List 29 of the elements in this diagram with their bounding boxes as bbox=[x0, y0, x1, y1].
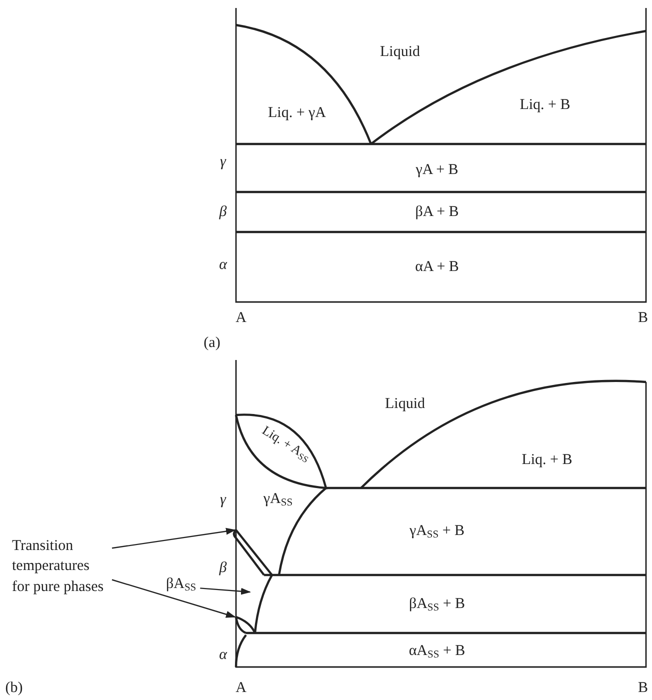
leader-line bbox=[112, 579, 236, 618]
axis-label: α bbox=[219, 256, 227, 274]
axis-label: B bbox=[638, 680, 648, 696]
axis-label: β bbox=[219, 204, 227, 220]
panel-label: (b) bbox=[5, 680, 23, 696]
leader-line bbox=[200, 588, 251, 595]
axis-label: β bbox=[219, 560, 227, 576]
axis-label: A bbox=[236, 310, 246, 326]
annotation-text: βA$_{SS}$ bbox=[166, 574, 196, 596]
region-label: Liquid bbox=[380, 44, 420, 60]
region-label: Liq. + B bbox=[522, 452, 572, 468]
region-label: γA$_{SS}$ bbox=[263, 490, 293, 510]
leader-line bbox=[112, 528, 236, 549]
region-label: βA$_{SS}$ + B bbox=[408, 596, 466, 614]
region-label: Liquid bbox=[385, 396, 425, 412]
axis-label: γ bbox=[220, 154, 226, 170]
panel-label: (a) bbox=[204, 334, 220, 352]
region-label: Liq. + γA bbox=[268, 104, 326, 122]
annotation-text: Transition temperatures for pure phases bbox=[12, 536, 108, 597]
region-label: γA$_{SS}$ + B bbox=[409, 522, 465, 542]
axis-label: α bbox=[219, 646, 227, 664]
region-label: βA + B bbox=[415, 204, 459, 220]
region-label: αA + B bbox=[415, 258, 459, 276]
region-label: Liq. + B bbox=[520, 96, 570, 114]
region-label: αA$_{SS}$ + B bbox=[408, 642, 466, 662]
axis-label: A bbox=[236, 680, 246, 696]
axis-label: B bbox=[638, 310, 648, 326]
region-label: γA + B bbox=[416, 162, 458, 178]
axis-label: γ bbox=[220, 492, 226, 508]
